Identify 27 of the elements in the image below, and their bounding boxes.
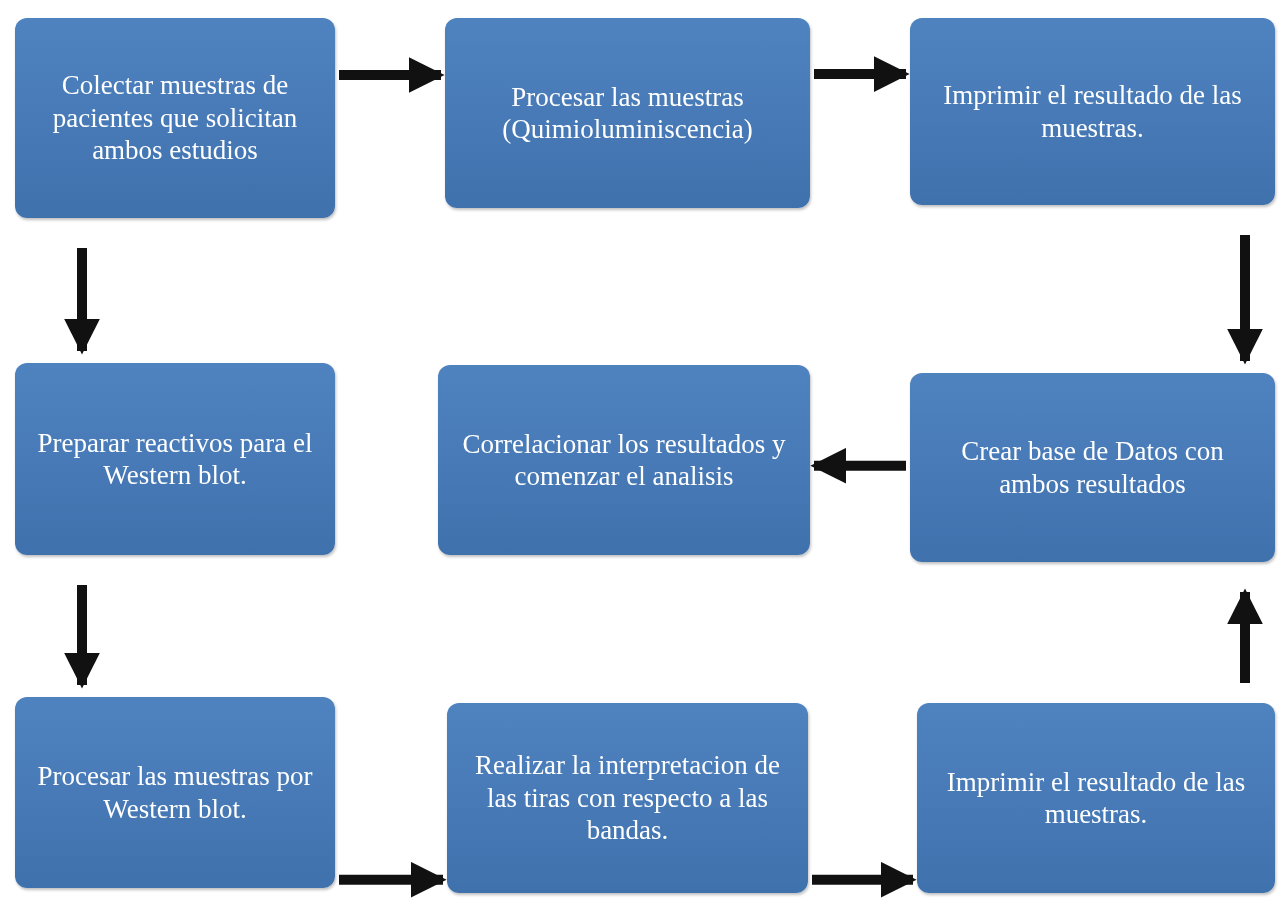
step-text: Imprimir el resultado de las muestras. <box>942 79 1243 144</box>
process-box <box>15 363 335 555</box>
process-box <box>917 703 1275 893</box>
process-box <box>445 18 810 208</box>
process-box <box>15 18 335 218</box>
step-text: Crear base de Datos con ambos resultados <box>960 435 1225 500</box>
arrow <box>814 56 910 93</box>
arrow <box>339 861 447 898</box>
arrow <box>1227 588 1263 683</box>
process-box <box>438 365 810 555</box>
arrow <box>64 248 100 355</box>
arrow <box>64 585 100 689</box>
process-box <box>910 18 1275 205</box>
arrow <box>1227 235 1263 365</box>
step-text: Procesar las muestras por Western blot. <box>36 760 314 825</box>
process-box <box>15 697 335 888</box>
arrow <box>810 447 906 484</box>
step-text: Correlacionar los resultados y comenzar el analisis <box>461 427 787 493</box>
step-text: Colectar muestras de pacientes que solicitan ambos estudios <box>51 69 299 167</box>
step-text: Procesar las muestras (Quimioluminiscencia) <box>501 80 754 146</box>
step-text: Realizar la interpretacion de las tiras con respecto a las bandas. <box>473 749 782 847</box>
process-box <box>910 373 1275 562</box>
arrow <box>812 861 917 898</box>
arrow <box>339 57 445 93</box>
step-text: Preparar reactivos para el Western blot. <box>36 426 314 492</box>
process-box <box>447 703 808 893</box>
step-text: Imprimir el resultado de las muestras. <box>945 765 1247 831</box>
